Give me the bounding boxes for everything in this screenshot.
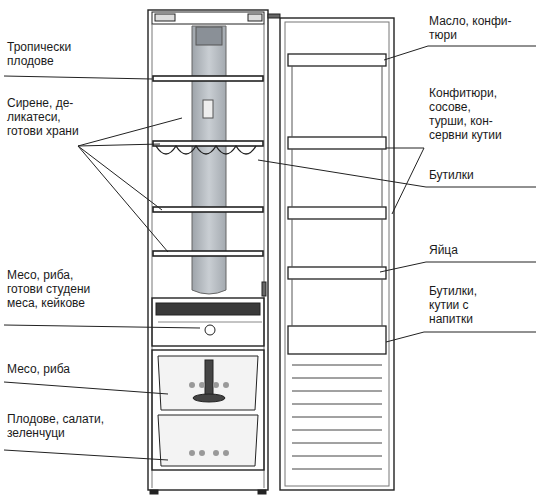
duct-sticker (203, 100, 213, 118)
door-liner (285, 22, 389, 486)
glass-shelves (153, 76, 263, 256)
callout-label: Конфитюри, сосове, турши, кон- сервни ку… (428, 86, 510, 142)
callout-label: Бутилки (428, 168, 530, 182)
crisper (158, 356, 258, 410)
callout-label: Яйца (428, 243, 530, 257)
control (248, 14, 262, 21)
door-bin-sides (292, 66, 382, 326)
control (155, 14, 175, 21)
callout-label: Масло, конфи- тюри (428, 14, 526, 42)
control-strip (152, 12, 264, 24)
drawer-knob (205, 325, 215, 335)
drawer-display (156, 303, 260, 315)
food-icons (189, 382, 229, 456)
crisper (158, 415, 258, 466)
lower-compartment (152, 350, 264, 470)
door-bins (288, 54, 386, 354)
callout-label: Плодове, салати, зеленчуци (6, 412, 120, 440)
divider (205, 360, 213, 395)
callout-label: Месо, риба, готови студени меса, кейкове (6, 268, 112, 310)
callout-label: Месо, риба (6, 362, 118, 376)
callout-label: Тропически плодове (6, 40, 104, 68)
leader-lines (4, 46, 536, 460)
wine-rack (156, 146, 256, 154)
fan (196, 27, 222, 45)
callout-label: Бутилки, кутии с напитки (428, 284, 492, 326)
chiller-drawer (152, 298, 264, 346)
callout-label: Сирене, де- ликатеси, готови храни (6, 96, 80, 138)
door (280, 18, 394, 490)
door-vent (292, 365, 382, 469)
